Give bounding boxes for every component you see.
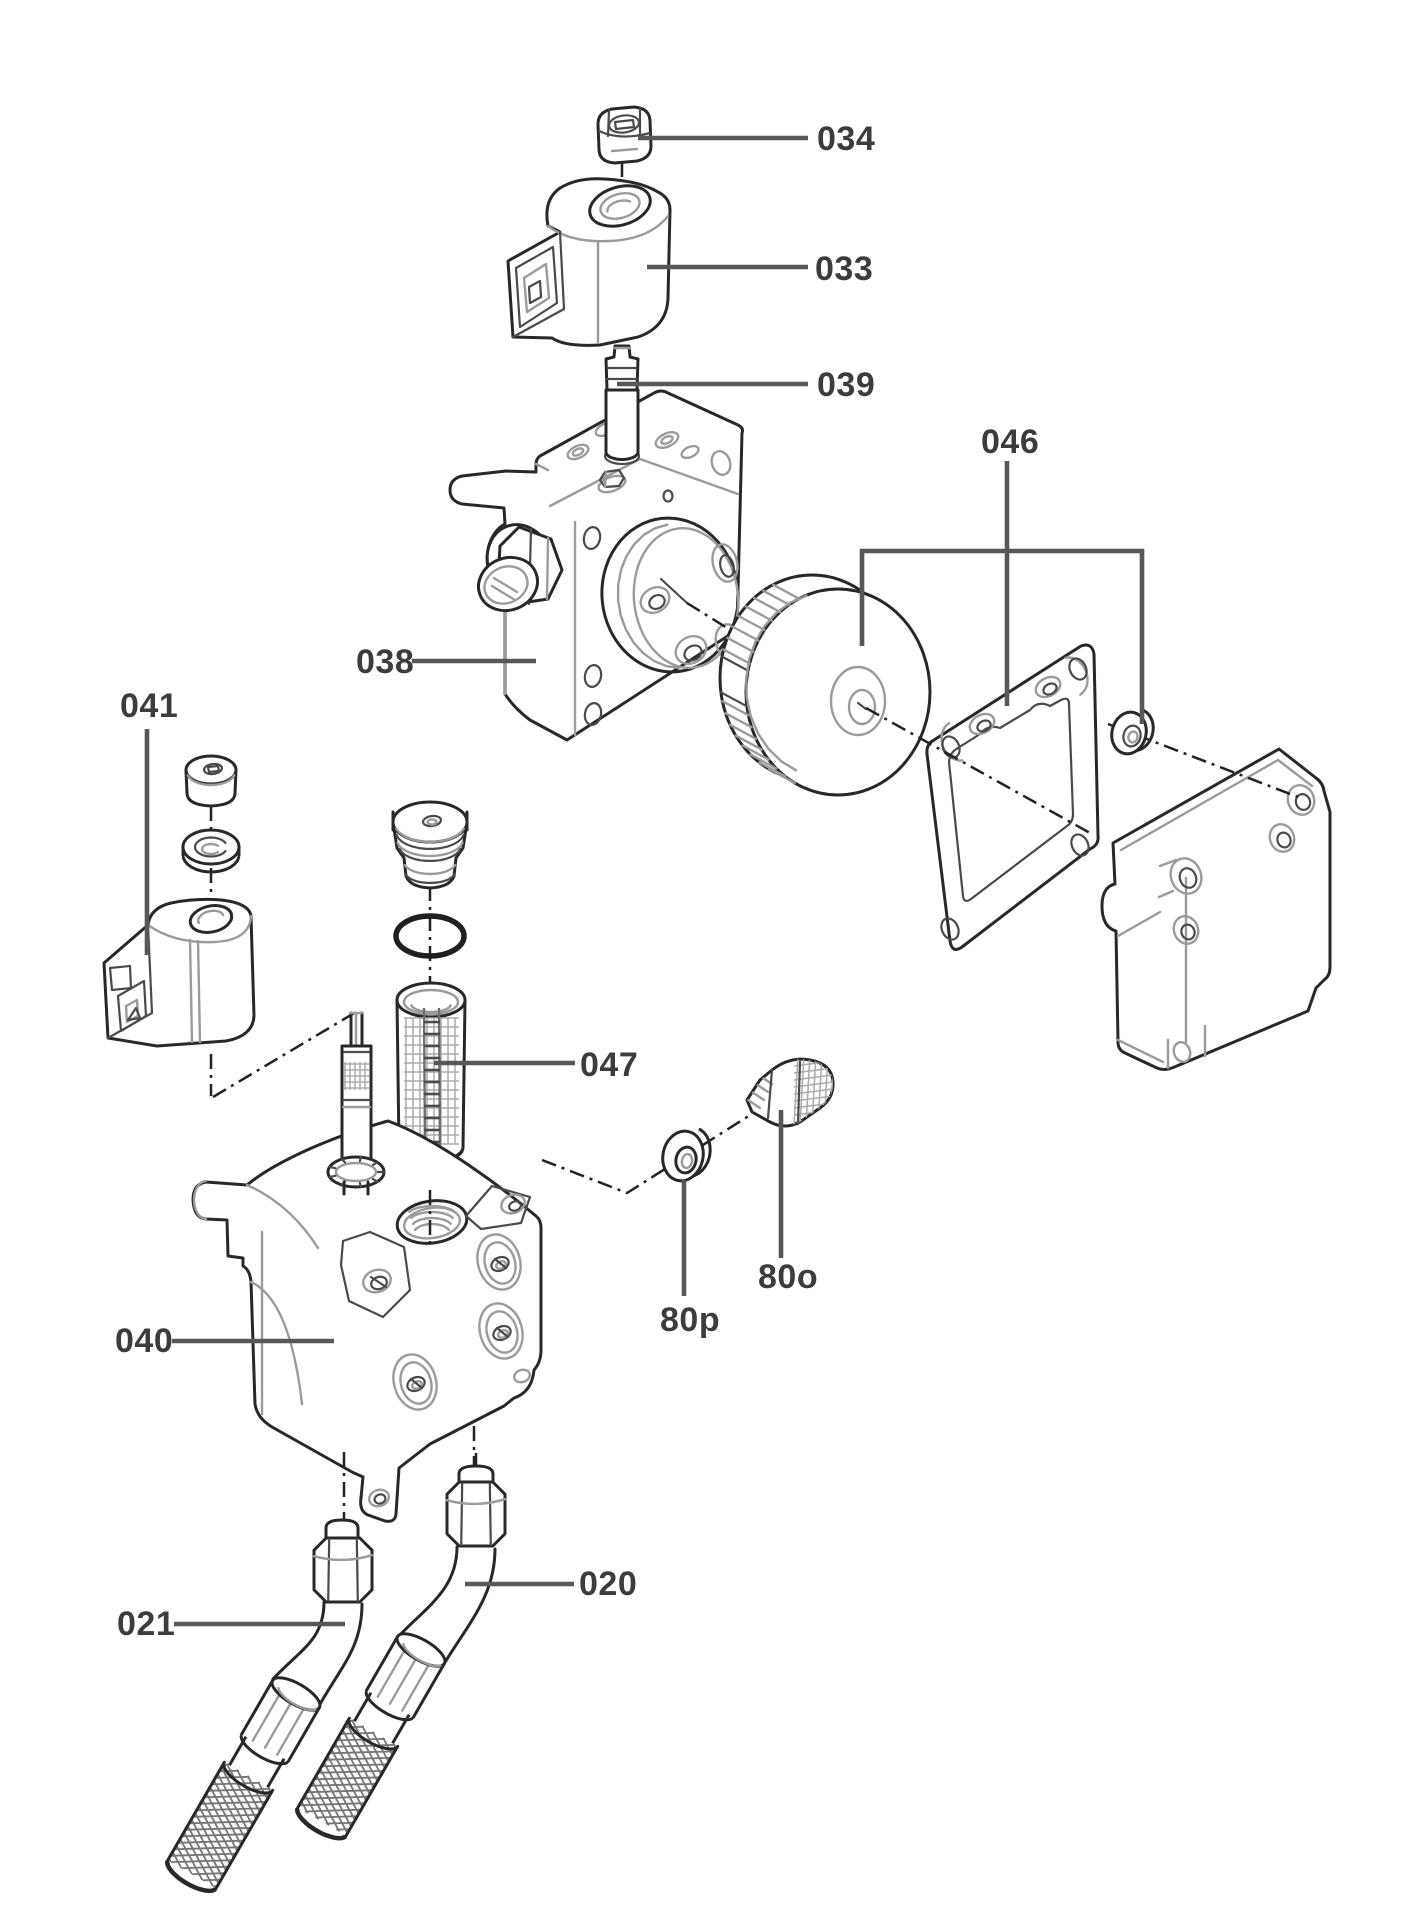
part-039-valve-stem [603,344,641,466]
part-label-80o: 80o [758,1258,818,1296]
part-label-80p: 80p [660,1301,720,1339]
part-label-040: 040 [115,1322,173,1360]
part-047-filter-cartridge [391,800,469,1192]
part-021-fuel-hose [164,1518,374,1894]
part-033-solenoid-coil [506,177,672,347]
leader-bracket-046 [859,548,1145,724]
part-041-solenoid-coil [102,754,256,1048]
part-046-cover-gasket-plate [718,573,1332,1071]
part-labels: 034 033 039 046 038 041 047 80p 80o 040 021 020 [115,120,1039,1643]
part-80o-sensor-plug [745,1057,835,1128]
part-label-033: 033 [815,250,873,288]
part-label-034: 034 [817,120,875,158]
part-label-038: 038 [356,643,414,681]
part-label-046: 046 [981,423,1039,461]
part-040-pump-body [191,1119,543,1523]
axis-lines [209,162,759,1195]
part-label-047: 047 [580,1046,638,1084]
part-label-039: 039 [817,366,875,404]
part-040-valve-stem [326,1011,386,1196]
leader-lines [144,135,1145,1627]
part-034-hex-nut [596,105,653,165]
part-label-021: 021 [117,1605,175,1643]
parts-artwork [102,105,1332,1894]
part-020-fuel-hose [294,1453,507,1841]
part-label-020: 020 [579,1565,637,1603]
part-80p-seal-washer [661,1128,712,1183]
part-038-pump-body [448,389,757,742]
part-label-041: 041 [120,687,178,725]
